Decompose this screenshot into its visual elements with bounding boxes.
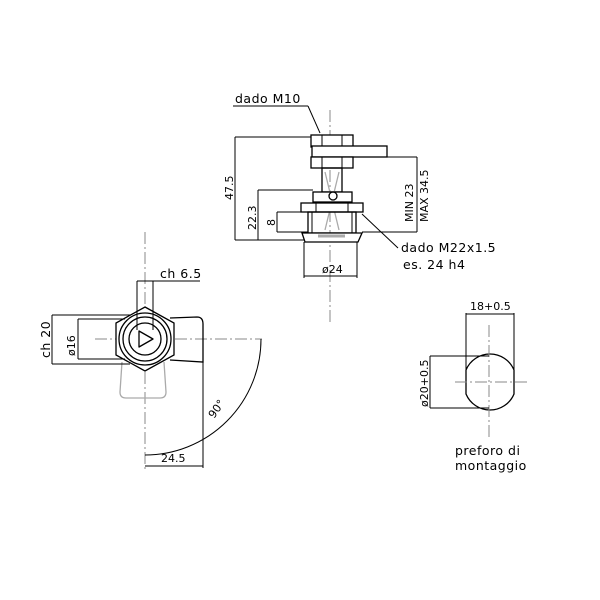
cutout-view: 18+0.5 ø20+0.5 preforo di montaggio [418, 300, 530, 473]
pin [328, 191, 338, 201]
nut-m22-spec: es. 24 h4 [403, 257, 465, 272]
cam-handle [311, 145, 388, 158]
dim-total-height: 47.5 [223, 176, 236, 201]
shaft [321, 167, 343, 193]
dim-hex: ch 20 [38, 321, 53, 358]
dim-flange: 8 [265, 219, 278, 226]
rotated-handle-ghost [119, 361, 167, 399]
upper-nut-m10 [310, 134, 354, 148]
lock-body [307, 211, 357, 234]
dim-diameter-16: ø16 [65, 335, 78, 356]
triangle-key-icon [138, 330, 154, 348]
nut-m22 [300, 202, 364, 213]
dim-diameter-24: ø24 [322, 263, 343, 276]
side-view: dado M10 47.5 22.3 8 MIN 23 MAX 34.5 dad… [223, 91, 496, 322]
nut-m22-label: dado M22x1.5 [401, 240, 496, 255]
cutout-label-line2: montaggio [455, 458, 527, 473]
nut-m10-label: dado M10 [235, 91, 301, 106]
dim-max: MAX 34.5 [418, 169, 431, 222]
dim-cam-length: 24.5 [161, 452, 186, 465]
dim-cutout-width: 18+0.5 [470, 300, 511, 313]
lock-face [122, 316, 168, 362]
front-view: ch 6.5 ch 20 ø16 90° 24.5 [38, 232, 262, 472]
cam-handle-front [169, 316, 204, 363]
dim-angle: 90° [206, 397, 228, 420]
rotation-arc [144, 338, 262, 456]
dim-cutout-diameter: ø20+0.5 [418, 360, 431, 407]
dim-min: MIN 23 [403, 184, 416, 222]
dim-key: ch 6.5 [160, 266, 202, 281]
cutout-label-line1: preforo di [455, 443, 520, 458]
dim-body-height: 22.3 [246, 206, 259, 231]
lower-nut-m10 [310, 156, 354, 169]
